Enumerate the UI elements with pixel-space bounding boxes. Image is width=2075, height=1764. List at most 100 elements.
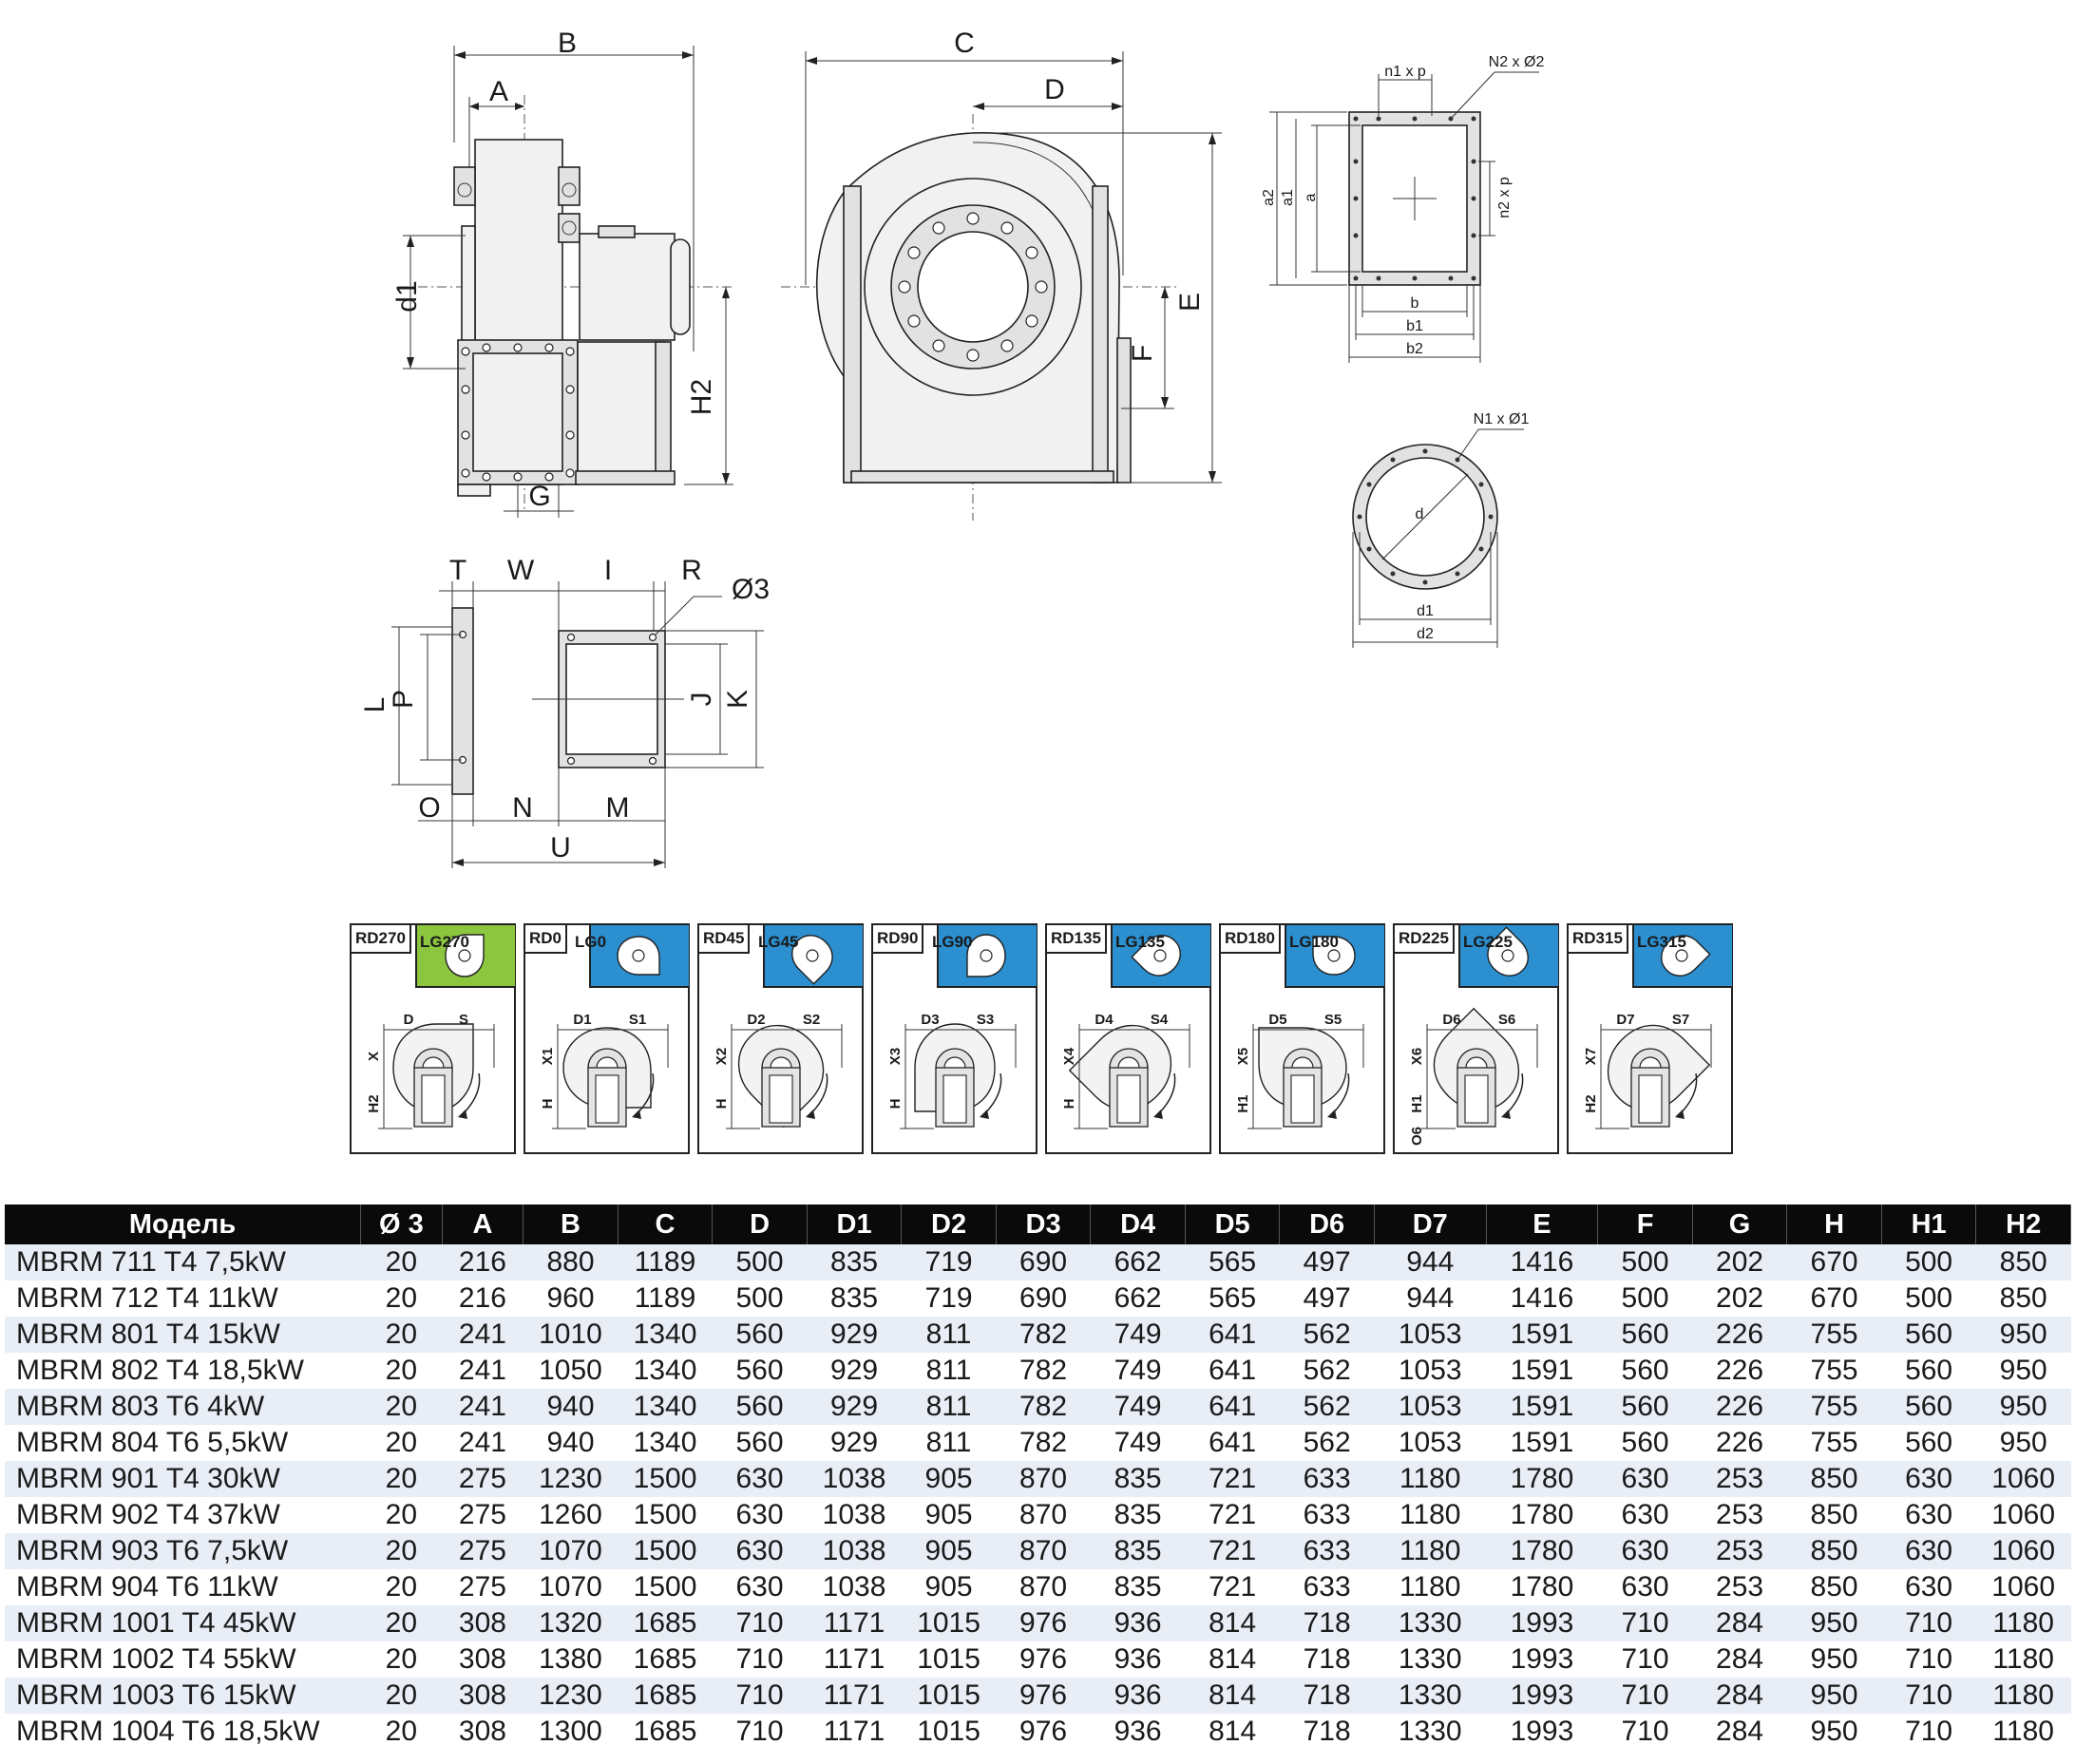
dimension-cell: 1780 (1486, 1497, 1598, 1533)
model-name-cell: MBRM 1001 T4 45kW (5, 1605, 361, 1641)
orientation-dim-h: H2 (366, 1094, 382, 1112)
dimension-cell: 782 (996, 1425, 1091, 1461)
model-name-cell: MBRM 903 T6 7,5kW (5, 1533, 361, 1569)
rect-flange-drawing: n1 x p N2 x Ø2 a2 a1 a n2 x p b b1 b2 (1261, 54, 1544, 363)
dimension-cell: 284 (1692, 1678, 1787, 1714)
orientation-dim-s: S7 (1672, 1012, 1689, 1028)
dimension-cell: 560 (712, 1425, 808, 1461)
dimension-cell: 905 (901, 1569, 997, 1605)
orientation-rd-label: RD90 (873, 925, 924, 954)
dimension-cell: 870 (996, 1569, 1091, 1605)
orientation-dim-x: X4 (1061, 1047, 1077, 1065)
orientation-dim-s: S (459, 1012, 468, 1028)
orientation-dim-d: D1 (573, 1012, 591, 1028)
dimension-cell: 710 (712, 1641, 808, 1678)
dimension-cell: 275 (442, 1497, 524, 1533)
dimension-cell: 1171 (807, 1714, 902, 1750)
dimension-cell: 710 (712, 1605, 808, 1641)
dimension-cell: 850 (1786, 1533, 1882, 1569)
dimension-cell: 1189 (618, 1244, 713, 1280)
dimension-cell: 1038 (807, 1497, 902, 1533)
orientation-dim-x: X7 (1583, 1048, 1599, 1065)
table-header-cell: D5 (1185, 1204, 1281, 1244)
dimension-cell: 749 (1090, 1317, 1186, 1353)
volute-icon (966, 934, 1006, 977)
dimension-cell: 755 (1786, 1389, 1882, 1425)
dimension-cell: 630 (1597, 1497, 1693, 1533)
table-header-cell: C (618, 1204, 714, 1244)
dimension-cell: 710 (712, 1678, 808, 1714)
dimension-cell: 630 (1597, 1461, 1693, 1497)
dimension-cell: 630 (1881, 1461, 1976, 1497)
dimension-cell: 814 (1185, 1641, 1280, 1678)
table-header-cell: E (1486, 1204, 1599, 1244)
orientation-lg-label: LG270 (420, 933, 469, 951)
orientation-dim-d: D (404, 1012, 414, 1028)
dimension-cell: 1053 (1374, 1425, 1487, 1461)
base-view-drawing: T W I R Ø3 L P J K O N M U (359, 555, 770, 868)
dimension-cell: 811 (901, 1389, 997, 1425)
model-name-cell: MBRM 803 T6 4kW (5, 1389, 361, 1425)
orientation-dim-s: S1 (629, 1012, 646, 1028)
dimension-cell: 216 (442, 1244, 524, 1280)
dimension-cell: 710 (1881, 1678, 1976, 1714)
dimension-cell: 241 (442, 1317, 524, 1353)
dimension-cell: 1380 (523, 1641, 619, 1678)
dimension-cell: 1050 (523, 1353, 619, 1389)
dimension-cell: 1180 (1374, 1533, 1487, 1569)
dimension-cell: 20 (360, 1678, 443, 1714)
dimension-cell: 226 (1692, 1389, 1787, 1425)
model-name-cell: MBRM 801 T4 15kW (5, 1317, 361, 1353)
orientation-lg-label: LG0 (575, 933, 607, 951)
orientation-dim-d: D6 (1442, 1012, 1460, 1028)
orientation-dim-s: S4 (1151, 1012, 1169, 1028)
dimension-cell: 253 (1692, 1497, 1787, 1533)
dimension-cell: 811 (901, 1425, 997, 1461)
dimension-cell: 253 (1692, 1461, 1787, 1497)
dimension-cell: 1038 (807, 1533, 902, 1569)
dimension-cell: 1180 (1975, 1641, 2071, 1678)
dimension-cell: 20 (360, 1317, 443, 1353)
orientation-dim-h: H (887, 1099, 904, 1110)
orientation-dim-x: X6 (1409, 1048, 1425, 1065)
dimension-cell: 835 (807, 1244, 902, 1280)
dimension-cell: 500 (712, 1280, 808, 1317)
dimension-cell: 850 (1786, 1497, 1882, 1533)
dimension-cell: 308 (442, 1605, 524, 1641)
side-view-drawing: B A d1 (391, 28, 733, 518)
dim-A: A (489, 76, 508, 107)
orientation-lg-label: LG180 (1289, 933, 1339, 951)
dimension-cell: 226 (1692, 1425, 1787, 1461)
dimension-cell: 1171 (807, 1605, 902, 1641)
dimension-cell: 565 (1185, 1244, 1280, 1280)
dimension-cell: 1180 (1975, 1714, 2071, 1750)
dimension-cell: 749 (1090, 1353, 1186, 1389)
dimension-cell: 976 (996, 1678, 1091, 1714)
dim-d2: d2 (1417, 626, 1434, 642)
model-name-cell: MBRM 901 T4 30kW (5, 1461, 361, 1497)
orientation-icon-box (1632, 925, 1732, 988)
orientation-dim-h: H2 (1583, 1094, 1599, 1112)
dimension-cell: 755 (1786, 1317, 1882, 1353)
dimension-cell: 560 (712, 1389, 808, 1425)
model-name-cell: MBRM 902 T4 37kW (5, 1497, 361, 1533)
dimension-cell: 811 (901, 1317, 997, 1353)
dimension-cell: 560 (1597, 1353, 1693, 1389)
dimension-cell: 500 (1881, 1280, 1976, 1317)
dimension-cell: 1685 (618, 1714, 713, 1750)
front-view-drawing: C D E F (781, 28, 1222, 521)
dim-P: P (388, 690, 419, 709)
dimension-cell: 1300 (523, 1714, 619, 1750)
orientation-lg-label: LG225 (1463, 933, 1513, 951)
dimension-cell: 950 (1786, 1678, 1882, 1714)
dimension-cell: 241 (442, 1425, 524, 1461)
dimension-cell: 1060 (1975, 1461, 2071, 1497)
orientation-icon-box (1111, 925, 1210, 988)
dimension-cell: 630 (1881, 1533, 1976, 1569)
